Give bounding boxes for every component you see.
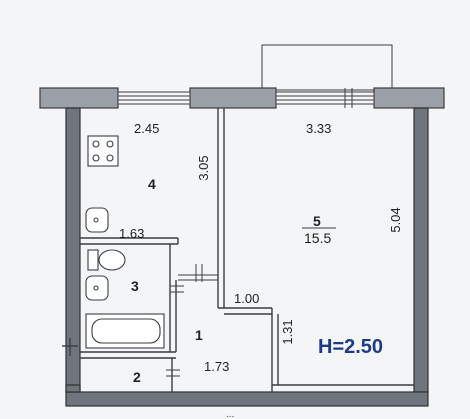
dim-bath-width: 1.63 bbox=[119, 226, 144, 241]
wall-top-middle bbox=[189, 87, 277, 109]
dim-kitchen-depth: 3.05 bbox=[196, 155, 211, 180]
room-area-5: 15.5 bbox=[304, 230, 331, 246]
wall-bottom bbox=[65, 391, 429, 407]
dim-hall-depth: 1.31 bbox=[280, 319, 295, 344]
dim-corridor-width: 1.00 bbox=[234, 291, 259, 306]
room-number-3: 3 bbox=[131, 278, 139, 294]
dim-hall-width: 1.73 bbox=[204, 359, 229, 374]
window-living bbox=[275, 88, 375, 108]
bathroom-sink-icon bbox=[85, 275, 109, 301]
wall-top-right bbox=[373, 87, 445, 109]
dim-living-depth: 5.04 bbox=[388, 207, 403, 232]
dim-living-width: 3.33 bbox=[306, 121, 331, 136]
stove-icon bbox=[87, 135, 119, 167]
dim-kitchen-width: 2.45 bbox=[134, 121, 159, 136]
room-number-1: 1 bbox=[195, 327, 203, 343]
wall-left bbox=[65, 107, 81, 393]
balcony-outline bbox=[261, 44, 393, 91]
bottom-caption: ... bbox=[226, 409, 234, 419]
wall-right bbox=[413, 107, 429, 393]
wall-top-left bbox=[39, 87, 119, 109]
room-number-4: 4 bbox=[148, 176, 156, 192]
window-kitchen bbox=[117, 91, 191, 105]
kitchen-sink-icon bbox=[85, 207, 109, 233]
ceiling-height-label: H=2.50 bbox=[318, 336, 383, 358]
bathtub-icon bbox=[85, 313, 165, 349]
toilet-icon bbox=[87, 249, 126, 271]
room-number-2: 2 bbox=[133, 369, 141, 385]
room-number-5: 5 bbox=[313, 213, 321, 229]
